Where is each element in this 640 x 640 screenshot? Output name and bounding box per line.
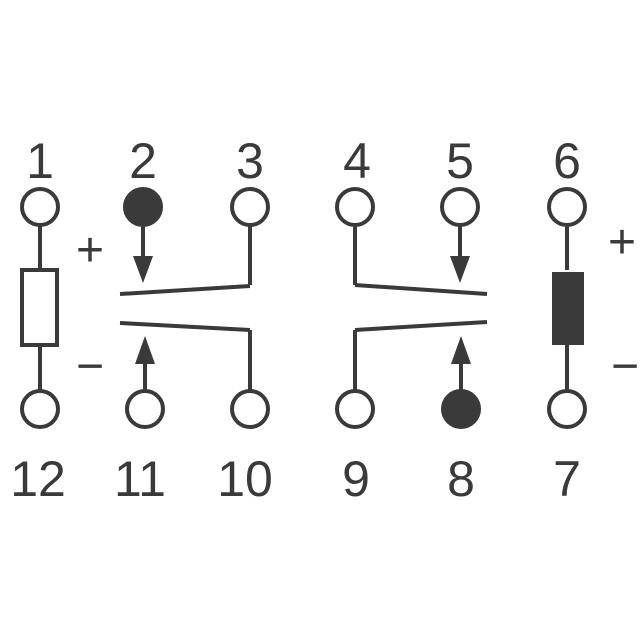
right-upper-contact-blade bbox=[354, 283, 488, 296]
terminal-4 bbox=[335, 187, 375, 227]
pin-label-4: 4 bbox=[343, 133, 371, 189]
terminal-3 bbox=[230, 187, 270, 227]
terminal-12 bbox=[20, 389, 60, 429]
pin-11-arrow-up-icon bbox=[135, 336, 155, 364]
terminal-6 bbox=[547, 187, 587, 227]
pin-label-3: 3 bbox=[236, 133, 264, 189]
terminal-9 bbox=[335, 389, 375, 429]
pin-label-1: 1 bbox=[26, 133, 54, 189]
right-coil-group bbox=[552, 225, 584, 390]
left-plus-sign: + bbox=[76, 224, 104, 277]
pin-2-arrow-down-icon bbox=[133, 256, 153, 283]
pin-label-12: 12 bbox=[10, 451, 66, 507]
right-switch-group bbox=[353, 225, 488, 391]
left-minus-sign: − bbox=[76, 340, 104, 393]
left-coil-group bbox=[20, 225, 59, 390]
terminal-11 bbox=[125, 389, 165, 429]
terminal-10 bbox=[230, 389, 270, 429]
terminal-1 bbox=[20, 187, 60, 227]
right-minus-sign: − bbox=[611, 340, 639, 393]
left-lower-contact-blade bbox=[119, 321, 251, 332]
pin-5-arrow-down-icon bbox=[450, 256, 470, 283]
pin-label-10: 10 bbox=[217, 451, 273, 507]
terminal-8 bbox=[441, 389, 481, 429]
pin-label-9: 9 bbox=[342, 451, 370, 507]
terminal-2 bbox=[123, 187, 163, 227]
pin-8-arrow-up-icon bbox=[451, 336, 471, 364]
left-coil-symbol bbox=[20, 268, 59, 347]
pin-label-7: 7 bbox=[553, 451, 581, 507]
pin-label-2: 2 bbox=[129, 133, 157, 189]
right-plus-sign: + bbox=[608, 216, 636, 269]
right-coil-symbol bbox=[552, 272, 584, 345]
right-lower-contact-blade bbox=[354, 320, 488, 332]
left-upper-contact-blade bbox=[119, 284, 251, 296]
pin-label-6: 6 bbox=[553, 133, 581, 189]
terminal-5 bbox=[440, 187, 480, 227]
left-switch-group bbox=[119, 225, 252, 391]
pin-label-5: 5 bbox=[446, 133, 474, 189]
pin-label-8: 8 bbox=[447, 451, 475, 507]
terminal-7 bbox=[547, 389, 587, 429]
pin-label-11: 11 bbox=[114, 451, 166, 507]
